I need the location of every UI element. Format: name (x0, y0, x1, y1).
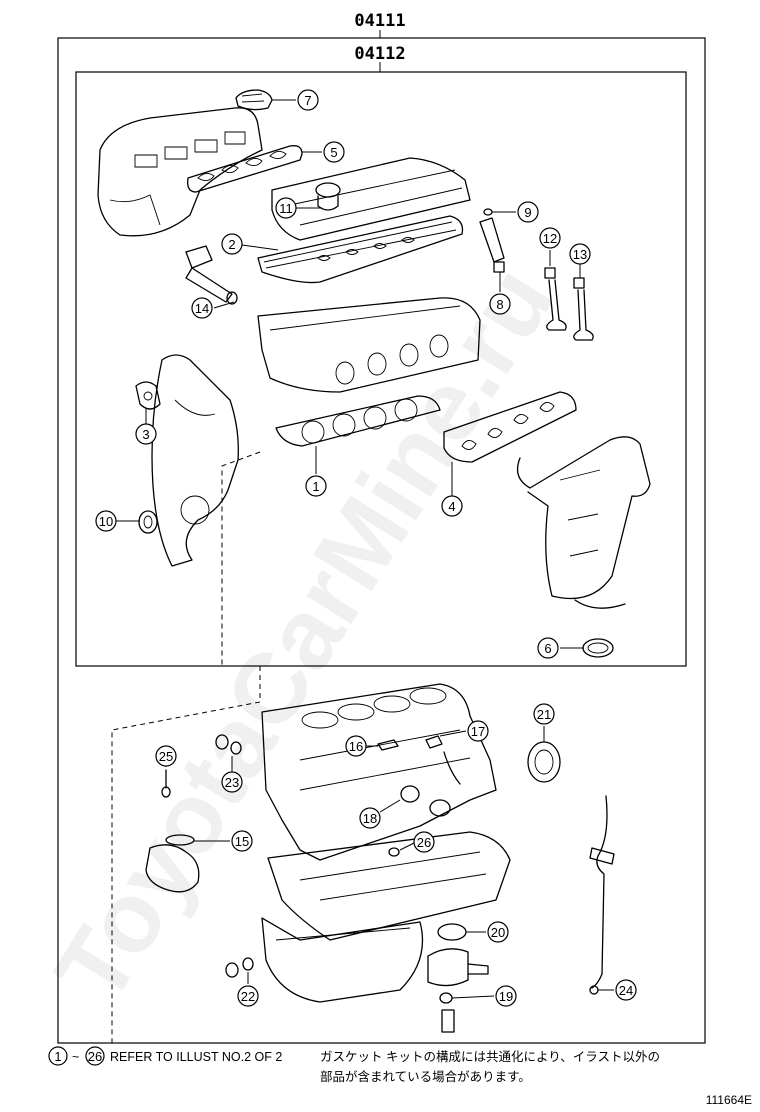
callout-11: 11 (275, 197, 297, 219)
callout-25: 25 (155, 745, 177, 767)
svg-text:ToyotaCarMine.ru: ToyotaCarMine.ru (34, 248, 576, 1022)
head-gasket-1 (275, 395, 441, 447)
callout-8: 8 (489, 293, 511, 315)
svg-text:25: 25 (159, 749, 173, 764)
callout-17: 17 (467, 720, 489, 742)
oil-seal-21 (527, 741, 561, 783)
illustration-id: 111664E (706, 1093, 752, 1107)
cylinder-head-cover-drawing (271, 157, 471, 241)
inner-kit-frame (75, 71, 687, 667)
footer-range-end: 26 (88, 1049, 102, 1064)
svg-text:15: 15 (235, 834, 249, 849)
svg-text:7: 7 (304, 93, 311, 108)
svg-text:16: 16 (349, 739, 363, 754)
callout-3: 3 (135, 423, 157, 445)
callout-15: 15 (231, 830, 253, 852)
callout-5: 5 (323, 141, 345, 163)
svg-text:19: 19 (499, 989, 513, 1004)
svg-text:11: 11 (279, 201, 293, 216)
svg-text:3: 3 (142, 427, 149, 442)
callout-21: 21 (533, 703, 555, 725)
timing-cover-drawing (151, 354, 239, 567)
svg-text:6: 6 (544, 641, 551, 656)
oil-filter-19-20 (427, 923, 489, 1033)
callout-12: 12 (539, 227, 561, 249)
svg-text:8: 8 (496, 297, 503, 312)
exhaust-manifold-drawing (516, 436, 651, 609)
callout-9: 9 (517, 201, 539, 223)
callout-13: 13 (569, 243, 591, 265)
intake-manifold-drawing (97, 107, 263, 237)
head-cover-gasket-2 (257, 215, 464, 284)
callout-7: 7 (297, 89, 319, 111)
callout-26: 26 (413, 831, 435, 853)
watermark: ToyotaCarMine.ru (34, 248, 576, 1022)
callout-20: 20 (487, 921, 509, 943)
kit-code-inner: 04112 (354, 44, 405, 64)
oil-pan-lower-drawing (261, 917, 424, 1003)
exhaust-gasket-4 (443, 391, 577, 463)
svg-text:13: 13 (573, 247, 587, 262)
svg-text:10: 10 (99, 514, 113, 529)
gasket-6 (582, 638, 614, 658)
callout-4: 4 (441, 495, 463, 517)
small-parts-16-17-18-26 (377, 735, 461, 857)
svg-text:2: 2 (228, 237, 235, 252)
outer-kit-frame (57, 37, 706, 1044)
callout-10: 10 (95, 510, 117, 532)
kit-code-outer: 04111 (354, 11, 405, 31)
callout-6: 6 (537, 637, 559, 659)
gasket-3 (135, 381, 161, 410)
callout-2: 2 (221, 233, 243, 255)
valves-12-13 (544, 267, 594, 341)
svg-text:5: 5 (330, 145, 337, 160)
footer-refer-text: REFER TO ILLUST NO.2 OF 2 (110, 1050, 282, 1064)
svg-text:24: 24 (619, 983, 633, 998)
footer-note: 1 ~ 26 REFER TO ILLUST NO.2 OF 2 ガスケット キ… (48, 1046, 752, 1107)
callout-1: 1 (305, 475, 327, 497)
callouts: 7 5 11 2 9 12 13 8 14 3 1 4 10 6 25 23 1… (95, 89, 637, 1007)
callout-24: 24 (615, 979, 637, 1001)
svg-text:22: 22 (241, 989, 255, 1004)
seal-10 (138, 510, 158, 534)
svg-text:9: 9 (524, 205, 531, 220)
svg-text:21: 21 (537, 707, 551, 722)
cylinder-head-drawing (257, 297, 481, 393)
footer-range-start: 1 (54, 1049, 61, 1064)
footer-japanese-line2: 部品が含まれている場合があります。 (320, 1069, 531, 1084)
svg-text:4: 4 (448, 499, 455, 514)
ocv-valve-14 (185, 245, 238, 305)
svg-text:14: 14 (195, 301, 209, 316)
svg-text:23: 23 (225, 775, 239, 790)
callout-19: 19 (495, 985, 517, 1007)
footer-japanese-line1: ガスケット キットの構成には共通化により、イラスト以外の (320, 1050, 660, 1064)
callout-22: 22 (237, 985, 259, 1007)
callout-16: 16 (345, 735, 367, 757)
footer-range-sep: ~ (72, 1050, 79, 1064)
small-parts-25-23-22 (161, 734, 254, 978)
svg-text:17: 17 (471, 724, 485, 739)
oil-pan-upper-drawing (267, 831, 511, 941)
callout-23: 23 (221, 771, 243, 793)
kit-frames: 04111 04112 (57, 11, 706, 1044)
intake-gasket-drawing (187, 145, 303, 193)
oil-pump-15 (145, 834, 200, 893)
oil-dipstick-24 (589, 795, 615, 995)
callout-18: 18 (359, 807, 381, 829)
oil-filler-cap-7 (235, 89, 273, 111)
svg-text:26: 26 (417, 835, 431, 850)
svg-text:12: 12 (543, 231, 557, 246)
svg-text:1: 1 (312, 479, 319, 494)
svg-text:20: 20 (491, 925, 505, 940)
callout-14: 14 (191, 297, 213, 319)
svg-text:18: 18 (363, 811, 377, 826)
